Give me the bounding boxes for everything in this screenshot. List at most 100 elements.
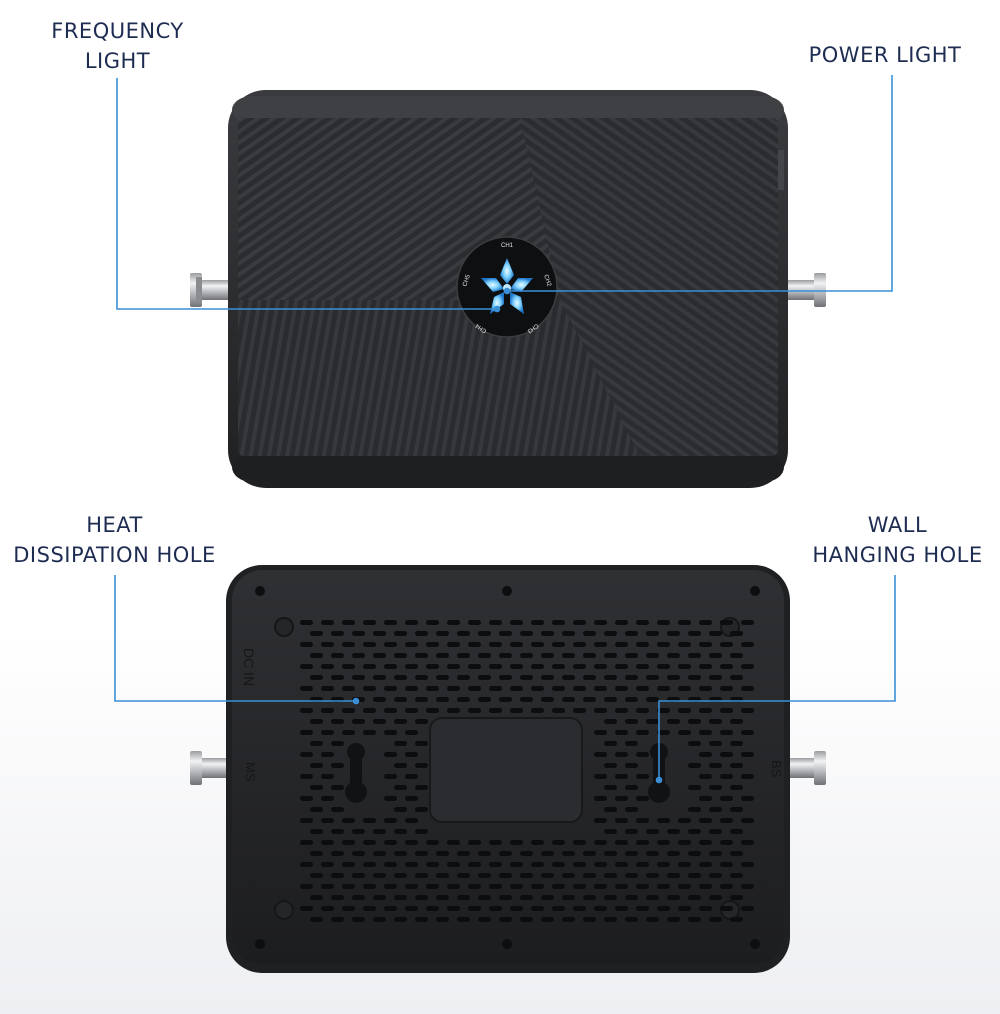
vent-slot — [310, 763, 323, 768]
vent-slot — [625, 829, 638, 834]
vent-slot — [720, 906, 733, 911]
vent-slot — [415, 785, 428, 790]
vent-slot — [531, 620, 544, 625]
vent-slot — [583, 873, 596, 878]
vent-slot — [741, 862, 754, 867]
vent-slot — [699, 840, 712, 845]
vent-slot — [321, 642, 334, 647]
vent-slot — [363, 884, 376, 889]
heat-dissipation-hole-label: HEAT DISSIPATION HOLE — [2, 510, 227, 570]
vent-slot — [699, 620, 712, 625]
vent-slot — [699, 642, 712, 647]
vent-slot — [720, 708, 733, 713]
vent-slot — [709, 807, 722, 812]
vent-slot — [741, 840, 754, 845]
vent-slot — [573, 642, 586, 647]
vent-slot — [625, 741, 638, 746]
vent-slot — [310, 631, 323, 636]
vent-slot — [426, 840, 439, 845]
vent-slot — [657, 818, 670, 823]
vent-slot — [394, 631, 407, 636]
vent-slot — [741, 818, 754, 823]
vent-slot — [415, 829, 428, 834]
vent-slot — [688, 807, 701, 812]
vent-slot — [699, 752, 712, 757]
vent-slot — [573, 862, 586, 867]
vent-slot — [562, 873, 575, 878]
vent-slot — [468, 708, 481, 713]
vent-slot — [531, 686, 544, 691]
vent-slot — [583, 653, 596, 658]
vent-slot — [646, 873, 659, 878]
vent-slot — [499, 873, 512, 878]
vent-slot — [720, 620, 733, 625]
vent-slot — [646, 631, 659, 636]
vent-slot — [331, 873, 344, 878]
vent-slot — [489, 642, 502, 647]
vent-slot — [604, 785, 617, 790]
vent-slot — [615, 840, 628, 845]
vent-slot — [352, 873, 365, 878]
vent-slot — [720, 796, 733, 801]
vent-slot — [541, 653, 554, 658]
vent-slot — [636, 664, 649, 669]
vent-slot — [657, 620, 670, 625]
vent-slot — [394, 829, 407, 834]
vent-slot — [342, 664, 355, 669]
vent-slot — [741, 774, 754, 779]
vent-slot — [667, 829, 680, 834]
vent-slot — [562, 851, 575, 856]
vent-slot — [552, 884, 565, 889]
vent-slot — [447, 686, 460, 691]
vent-slot — [415, 719, 428, 724]
vent-slot — [552, 840, 565, 845]
vent-slot — [541, 675, 554, 680]
vent-slot — [625, 631, 638, 636]
vent-slot — [646, 697, 659, 702]
vent-slot — [730, 631, 743, 636]
vent-slot — [562, 917, 575, 922]
vent-slot — [436, 631, 449, 636]
vent-slot — [321, 686, 334, 691]
dc-in-marking: DC IN — [241, 648, 257, 686]
vent-slot — [720, 884, 733, 889]
vent-slot — [657, 708, 670, 713]
vent-slot — [594, 818, 607, 823]
vent-slot — [373, 697, 386, 702]
vent-slot — [730, 895, 743, 900]
vent-slot — [342, 818, 355, 823]
vent-slot — [310, 653, 323, 658]
vent-slot — [573, 906, 586, 911]
vent-slot — [552, 664, 565, 669]
vent-slot — [310, 895, 323, 900]
vent-slot — [604, 719, 617, 724]
vent-slot — [730, 917, 743, 922]
vent-slot — [604, 763, 617, 768]
vent-slot — [468, 664, 481, 669]
vent-slot — [699, 818, 712, 823]
vent-slot — [436, 895, 449, 900]
vent-slot — [730, 653, 743, 658]
vent-slot — [310, 829, 323, 834]
vent-slot — [625, 697, 638, 702]
vent-slot — [436, 653, 449, 658]
vent-slot — [300, 752, 313, 757]
vent-slot — [300, 642, 313, 647]
vent-slot — [583, 895, 596, 900]
vent-slot — [625, 675, 638, 680]
vent-slot — [478, 697, 491, 702]
vent-slot — [552, 642, 565, 647]
vent-slot — [436, 675, 449, 680]
vent-slot — [573, 840, 586, 845]
vent-slot — [384, 818, 397, 823]
vent-slot — [405, 840, 418, 845]
vent-slot — [657, 686, 670, 691]
vent-slot — [594, 840, 607, 845]
vent-slot — [699, 862, 712, 867]
vent-slot — [615, 862, 628, 867]
vent-slot — [531, 642, 544, 647]
vent-slot — [447, 664, 460, 669]
led-star-icon — [481, 258, 533, 314]
vent-slot — [688, 851, 701, 856]
vent-slot — [730, 763, 743, 768]
